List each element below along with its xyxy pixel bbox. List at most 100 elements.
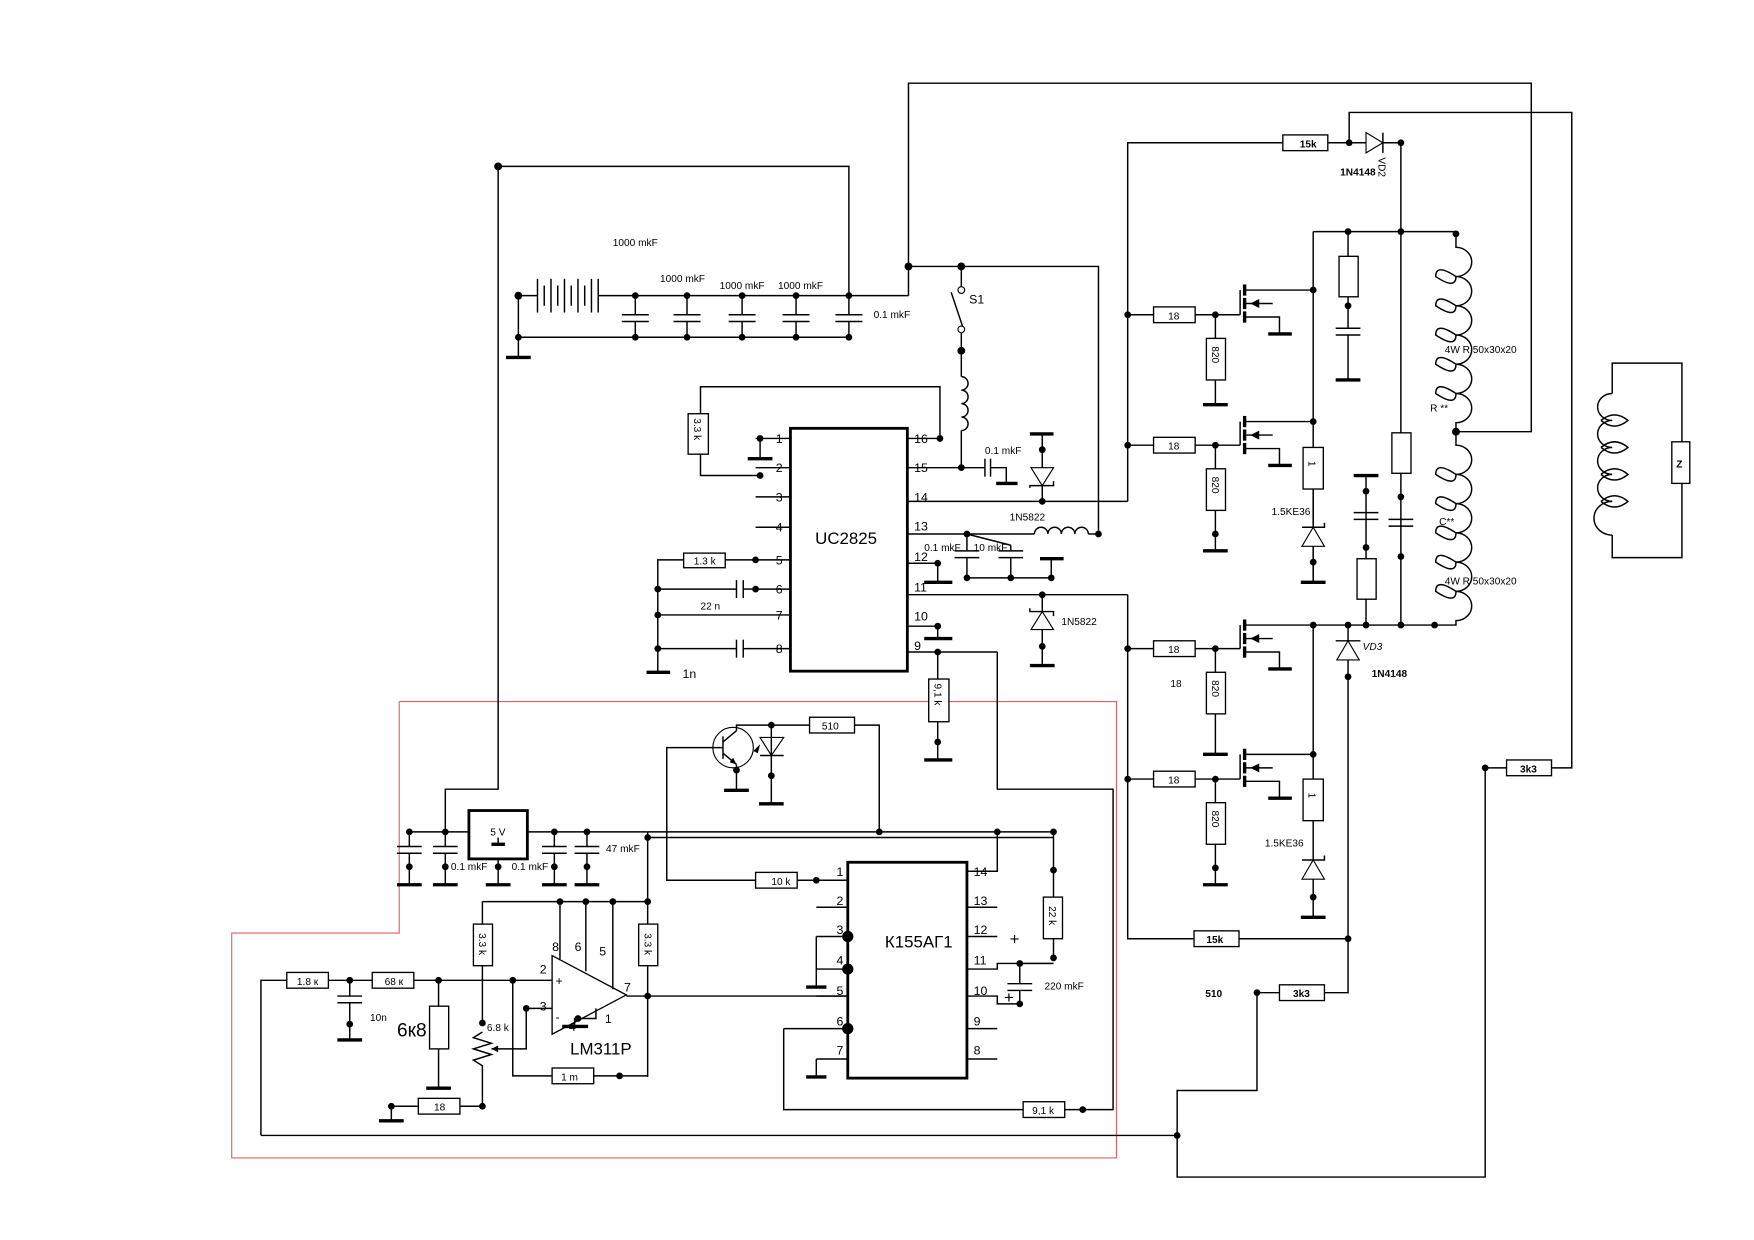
resistor-9-1k bbox=[928, 678, 950, 723]
pin-label: 6 bbox=[575, 940, 582, 954]
pin-label: 2 bbox=[540, 963, 547, 977]
pin-label: 8 bbox=[974, 1044, 981, 1058]
tvs-diode-icon bbox=[1300, 522, 1326, 547]
resistor-label: 18 bbox=[1168, 442, 1180, 453]
resistor-label: 10 k bbox=[771, 877, 791, 888]
coil-label: 4W R 50x30x20 bbox=[1445, 577, 1517, 588]
power-supply-section: 1000 mkF 1000 mkF 1000 mkF 1000 mkF 0.1 … bbox=[444, 82, 1533, 832]
cap-label: 0.1 mkF bbox=[451, 862, 488, 873]
inductor-icon bbox=[1033, 526, 1090, 535]
pin-label: 14 bbox=[914, 490, 928, 504]
pin-label: 9 bbox=[974, 1014, 981, 1028]
control-block-outline bbox=[231, 700, 1118, 1159]
pin-label: 2 bbox=[776, 461, 783, 475]
label-510: 510 bbox=[1205, 989, 1222, 1000]
mosfet-icon bbox=[1239, 619, 1292, 671]
pin-label: 5 bbox=[837, 984, 844, 998]
resistor-510 bbox=[808, 716, 856, 734]
cap-01-label: 0.1 mkF bbox=[874, 310, 911, 321]
k155ag1-label: К155АГ1 bbox=[885, 933, 953, 952]
diode-label: 1N5822 bbox=[1010, 513, 1046, 524]
diode-vd2-icon bbox=[1365, 131, 1384, 154]
cap-label: 47 mkF bbox=[606, 844, 640, 855]
primary-coil-icon bbox=[1434, 233, 1473, 626]
resistor-label: 820 bbox=[1209, 811, 1220, 828]
pin-label: 3 bbox=[837, 923, 844, 937]
k155ag1-ic bbox=[846, 860, 969, 1080]
resistor-label: 1 bbox=[1306, 793, 1317, 799]
resistor-label: 68 к bbox=[385, 977, 404, 988]
regulator-label: 5 V bbox=[490, 827, 505, 838]
resistor-label: 820 bbox=[1209, 680, 1220, 697]
pin-label: 13 bbox=[914, 520, 928, 534]
pin-label: 1 bbox=[837, 865, 844, 879]
mosfet-icon bbox=[1239, 748, 1314, 800]
pin-label: 7 bbox=[624, 981, 631, 995]
cap3-label: 1000 mkF bbox=[778, 281, 823, 292]
resistor-label: 1.3 k bbox=[694, 556, 717, 567]
resistor-label: 820 bbox=[1209, 346, 1220, 363]
inductor-icon bbox=[961, 375, 969, 432]
pin-label: 11 bbox=[974, 954, 987, 968]
resistor-label: 3.3 k bbox=[641, 933, 652, 956]
pin-label: 2 bbox=[837, 894, 844, 908]
pin-label: 10 bbox=[974, 984, 988, 998]
resistor-label: 3k3 bbox=[1293, 989, 1310, 1000]
tvs-diode-icon bbox=[1300, 855, 1326, 880]
resistor-label: 9,1 k bbox=[1032, 1106, 1055, 1117]
schottky-diode-icon bbox=[1029, 608, 1055, 631]
pin-label: 1 bbox=[776, 432, 783, 446]
pin-label: 5 bbox=[776, 553, 783, 567]
schottky-diode-icon bbox=[1029, 467, 1055, 488]
pin-label: 4 bbox=[776, 521, 783, 535]
cap-label: 22 n bbox=[700, 601, 720, 612]
switch-s1[interactable] bbox=[950, 266, 966, 377]
pin-label: 12 bbox=[974, 923, 988, 937]
secondary-coil-load: Z bbox=[1593, 362, 1691, 559]
coil-label: R ** bbox=[1430, 403, 1448, 414]
potentiometer-icon[interactable] bbox=[470, 1031, 494, 1107]
tvs-label: 1.5KE36 bbox=[1272, 507, 1311, 518]
uc2825-periphery: 3.3 k 0.1 mkF 1N5822 bbox=[646, 385, 1114, 1111]
diode-label: 1N4148 bbox=[1340, 167, 1376, 178]
resistor-label: 18 bbox=[434, 1103, 446, 1114]
phototransistor-icon bbox=[666, 724, 880, 881]
resistor-label: 22 k bbox=[1046, 906, 1057, 926]
cap-label: 0.1 mkF bbox=[512, 862, 549, 873]
cap-label: 0.1 mkF bbox=[985, 446, 1022, 457]
cap2-label: 1000 mkF bbox=[720, 281, 765, 292]
pin-label: 5 bbox=[599, 945, 606, 959]
resistor-label: 9,1 k bbox=[931, 684, 942, 707]
minus-input: - bbox=[555, 1010, 559, 1024]
uc2825-label: UC2825 bbox=[815, 529, 877, 548]
pin-label: 7 bbox=[776, 608, 783, 622]
resistor-label: 820 bbox=[1209, 477, 1220, 494]
resistor-label: 1 bbox=[1306, 461, 1317, 467]
resistor-label: 18 bbox=[1168, 645, 1180, 656]
diode-label: 1N4148 bbox=[1372, 669, 1408, 680]
resistor-label: 18 bbox=[1168, 311, 1180, 322]
load-label: Z bbox=[1676, 460, 1682, 471]
cap-label: 220 mkF bbox=[1045, 981, 1084, 992]
pin-label: 6 bbox=[837, 1014, 844, 1028]
resistor-label: 510 bbox=[822, 722, 839, 733]
cap1-label: 1000 mkF bbox=[660, 274, 705, 285]
pin-label: 4 bbox=[837, 954, 844, 968]
filter-capacitor-bank bbox=[621, 292, 863, 341]
pin-label: 10 bbox=[914, 610, 928, 624]
power-stage: 15k 1N4148 VD2 18 bbox=[1124, 111, 1573, 1178]
pin-label: 11 bbox=[914, 580, 927, 594]
switch-s1-label: S1 bbox=[969, 293, 984, 307]
pin-label: 8 bbox=[776, 642, 783, 656]
mosfet-icon bbox=[1239, 284, 1314, 336]
lm311p-comparator: + - 8 6 5 2 3 4 1 7 LM311P bbox=[540, 940, 632, 1058]
coil-label: C** bbox=[1439, 517, 1454, 528]
cap-label: 0.1 mkF bbox=[924, 543, 961, 554]
diode-vd3-icon bbox=[1335, 639, 1361, 661]
resistor-label: 6.8 k bbox=[487, 1023, 510, 1034]
resistor-label: 18 bbox=[1168, 776, 1180, 787]
pin-label: 9 bbox=[914, 639, 921, 653]
resistor-label: 1 m bbox=[561, 1072, 578, 1083]
plus-input: + bbox=[555, 974, 562, 988]
resistor-3-3k-top bbox=[687, 413, 710, 455]
